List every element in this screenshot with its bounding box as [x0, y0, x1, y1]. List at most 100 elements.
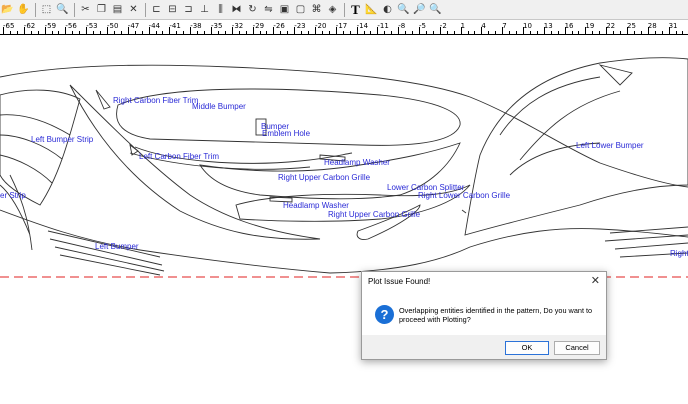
ruler-tick — [58, 31, 60, 34]
mirror-icon[interactable]: ⧓ — [231, 4, 242, 15]
ungroup-icon[interactable]: ▢ — [295, 4, 306, 15]
distribute-icon[interactable]: ⫼ — [218, 4, 223, 15]
ruler-tick — [432, 31, 434, 34]
ruler-tick — [169, 27, 171, 34]
ruler-tick — [120, 31, 122, 34]
close-icon[interactable]: ✕ — [590, 274, 600, 287]
align-center-icon[interactable]: ⊟ — [168, 4, 177, 15]
ruler-tick — [3, 27, 4, 34]
pattern-label: Bumper — [261, 122, 290, 131]
align-bottom-icon[interactable]: ⊥ — [200, 4, 209, 15]
zoom-out-icon[interactable]: 🔎 — [413, 4, 426, 15]
ruler-tick — [502, 27, 504, 34]
ruler-tick — [204, 31, 206, 34]
pattern-canvas[interactable]: Right Carbon Fiber Trim Middle Bumper Bu… — [0, 35, 688, 404]
node-edit-icon[interactable]: ◈ — [328, 4, 337, 15]
ruler-tick — [488, 31, 490, 34]
ruler-tick — [370, 31, 372, 34]
pattern-label: Left Carbon Fiber Trim — [139, 152, 220, 161]
ruler-label: -41 — [169, 22, 181, 30]
toolbar-separator — [35, 2, 36, 17]
pattern-label: Right Upper Carbon Grille — [278, 173, 371, 182]
pattern-label: Headlamp Washer — [283, 201, 349, 210]
ruler-tick — [460, 27, 462, 34]
ruler-tick — [412, 31, 414, 34]
ruler-tick — [93, 31, 95, 34]
ruler-tick — [633, 31, 635, 34]
zoom-in-icon[interactable]: 🔍 — [397, 4, 410, 15]
dialog-footer: OK Cancel — [362, 335, 606, 359]
ruler-tick — [474, 31, 476, 34]
ruler-tick — [342, 31, 344, 34]
hand-pan-icon[interactable]: ✋ — [17, 4, 30, 15]
align-right-icon[interactable]: ⊐ — [184, 4, 193, 15]
ruler-tick — [391, 31, 393, 34]
rotate-icon[interactable]: ↻ — [248, 4, 257, 15]
ruler-tick — [9, 31, 11, 34]
ruler-tick — [453, 31, 455, 34]
select-window-icon[interactable]: ⬚ — [41, 4, 52, 15]
ruler-tick — [217, 31, 219, 34]
group-icon[interactable]: ▣ — [279, 4, 290, 15]
ruler-tick — [481, 27, 483, 34]
ruler-tick — [79, 31, 81, 34]
ruler-tick — [183, 31, 185, 34]
bumper-lower-outline — [0, 209, 688, 274]
upper-grille-piece-2 — [235, 184, 471, 222]
pattern-label: Headlamp Washer — [324, 158, 390, 167]
ruler-tick — [238, 31, 240, 34]
ruler-tick — [585, 27, 587, 34]
ruler-tick — [564, 27, 566, 34]
delete-icon[interactable]: ✕ — [129, 4, 138, 15]
ruler-label: -47 — [127, 22, 140, 30]
ruler-tick — [495, 31, 497, 34]
toolbar-separator — [344, 2, 345, 17]
fill-icon[interactable]: ◐ — [383, 4, 392, 15]
ruler-tick — [127, 27, 129, 34]
align-left-icon[interactable]: ⊏ — [152, 4, 161, 15]
ruler-tick — [259, 31, 261, 34]
pattern-label: Right Carbon Fiber Trim — [113, 96, 199, 105]
ruler-label: 22 — [606, 22, 616, 30]
ruler-label: -32 — [231, 22, 244, 30]
ruler-label: -38 — [190, 22, 202, 30]
ruler-label: 28 — [647, 22, 657, 30]
flip-icon[interactable]: ⇋ — [264, 4, 273, 15]
ruler-tick — [509, 31, 511, 34]
ruler-tick — [231, 27, 233, 34]
pattern-label: Left Lower Bumper — [576, 141, 644, 150]
ruler-tick — [550, 31, 552, 34]
ruler-tick — [613, 31, 615, 34]
ruler-label: 16 — [564, 22, 574, 30]
ruler-tick — [592, 31, 594, 34]
measure-icon[interactable]: 📐 — [365, 4, 378, 15]
zoom-fit-icon[interactable]: 🔍 — [429, 4, 442, 15]
cut-icon[interactable]: ✂ — [81, 4, 90, 15]
ruler-tick — [349, 31, 351, 34]
paste-icon[interactable]: ▤ — [112, 4, 123, 15]
zoom-select-icon[interactable]: 🔍 — [56, 4, 69, 15]
ruler-label: 13 — [543, 22, 553, 30]
ruler-tick — [107, 27, 108, 34]
toolbar-separator — [145, 2, 146, 17]
ruler-tick — [557, 31, 559, 34]
ruler-tick — [328, 31, 330, 34]
cancel-button[interactable]: Cancel — [554, 341, 600, 355]
ruler-tick — [100, 31, 102, 34]
text-tool-icon[interactable]: T — [351, 1, 360, 17]
ruler-tick — [425, 31, 427, 34]
ruler-label: -11 — [377, 22, 389, 30]
ruler-label: -56 — [65, 22, 77, 30]
ok-button[interactable]: OK — [505, 341, 549, 355]
ruler-tick — [190, 27, 192, 34]
bumper-outline — [0, 64, 688, 188]
weld-icon[interactable]: ⌘ — [311, 4, 322, 15]
pattern-label: er Strip — [0, 191, 26, 200]
ruler-tick — [419, 27, 420, 34]
pattern-label: Lower Carbon Splitter — [387, 183, 465, 192]
copy-icon[interactable]: ❐ — [97, 4, 106, 15]
open-folder-icon[interactable]: 📂 — [1, 4, 14, 15]
ruler-tick — [606, 27, 608, 34]
pattern-label: Emblem Hole — [262, 129, 311, 138]
pattern-label: Middle Bumper — [192, 102, 246, 111]
